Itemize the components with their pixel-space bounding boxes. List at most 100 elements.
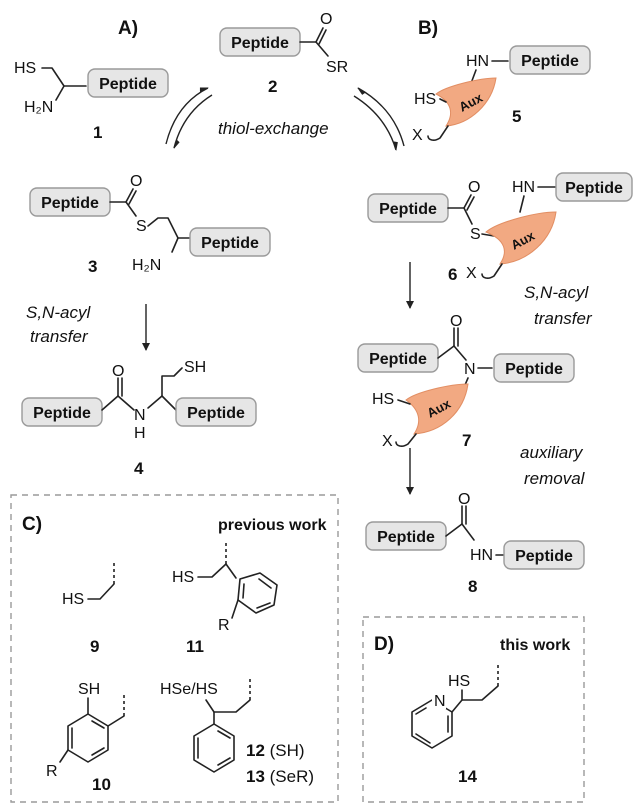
bond — [87, 583, 115, 600]
atom-sh: SH — [78, 681, 100, 698]
transfer-label-right: transfer — [534, 309, 593, 328]
atom-o: O — [112, 363, 124, 380]
atom-x: X — [382, 433, 393, 450]
atom-hse-hs: HSe/HS — [160, 681, 218, 698]
sn-acyl-label-left: S,N-acyl — [26, 303, 91, 322]
compound-number-1: 1 — [93, 123, 102, 142]
peptide-box: Peptide — [189, 227, 271, 257]
atom-hs: HS — [172, 569, 194, 586]
bond — [125, 188, 137, 205]
peptide-box: Peptide — [493, 353, 575, 383]
atom-sr: SR — [326, 59, 348, 76]
compound-number-5: 5 — [512, 107, 521, 126]
panel-label-b: B) — [418, 18, 438, 39]
auxiliary-shape — [485, 211, 557, 265]
compound-number-12: 12 — [246, 741, 265, 760]
peptide-label: Peptide — [99, 76, 157, 93]
this-work-label: this work — [500, 637, 570, 654]
atom-o: O — [468, 179, 480, 196]
bond — [315, 27, 327, 45]
bond — [519, 195, 525, 213]
compound-number-13: 13 — [246, 767, 265, 786]
peptide-box: Peptide — [365, 521, 447, 551]
compound-number-8: 8 — [468, 577, 477, 596]
aromatic-bond — [71, 720, 105, 756]
atom-n: N — [434, 693, 446, 710]
bond — [197, 563, 227, 578]
peptide-box: Peptide — [367, 193, 449, 223]
atom-n: N — [134, 407, 146, 424]
bond — [453, 345, 467, 361]
auxiliary-shape — [405, 383, 469, 435]
compound-12-13: HSe/HS 12 (SH) 13 (SeR) — [160, 678, 314, 786]
peptide-label: Peptide — [33, 405, 91, 422]
bond — [231, 599, 239, 619]
peptide-box: Peptide — [555, 172, 633, 202]
bond — [461, 505, 467, 525]
compound-5: HN Peptide Aux HS X 5 — [412, 45, 591, 144]
bond — [445, 523, 463, 537]
bond — [427, 125, 449, 141]
atom-hn: HN — [512, 179, 535, 196]
phenyl-ring — [67, 713, 109, 763]
compound-10: SH R 10 — [46, 681, 125, 794]
bond — [161, 367, 183, 397]
peptide-label: Peptide — [521, 53, 579, 70]
thiol-exchange-label: thiol-exchange — [218, 119, 329, 138]
panel-label-a: A) — [118, 18, 138, 39]
bond — [451, 699, 463, 713]
atom-x: X — [412, 127, 423, 144]
panel-c-box — [10, 494, 339, 803]
atom-sh: HS — [14, 60, 36, 77]
auxiliary-label: auxiliary — [520, 443, 584, 462]
bond — [395, 433, 417, 447]
bond — [171, 237, 179, 253]
peptide-box: Peptide — [219, 27, 301, 57]
bond — [315, 41, 329, 57]
peptide-label: Peptide — [379, 201, 437, 218]
compound-number-4: 4 — [134, 459, 144, 478]
bond — [101, 395, 119, 411]
peptide-label: Peptide — [187, 405, 245, 422]
peptide-label: Peptide — [369, 351, 427, 368]
bond — [107, 715, 125, 727]
peptide-box: Peptide — [509, 45, 591, 75]
compound-number-2: 2 — [268, 77, 277, 96]
panel-d-box — [362, 616, 585, 803]
compound-9: HS 9 — [62, 560, 115, 656]
atom-hn: HN — [466, 53, 489, 70]
atom-hs: HS — [372, 391, 394, 408]
compound-12-suffix: (SH) — [265, 741, 305, 760]
bond — [41, 67, 87, 87]
compound-number-9: 9 — [90, 637, 99, 656]
bond — [225, 563, 237, 579]
bond — [55, 85, 65, 101]
equilibrium-arrow-left-forward — [173, 94, 213, 149]
compound-number-10: 10 — [92, 775, 111, 794]
nitrogen-gap — [432, 691, 446, 709]
atom-o: O — [450, 313, 462, 330]
peptide-box: Peptide — [29, 187, 111, 217]
bond — [453, 327, 459, 347]
peptide-label: Peptide — [377, 529, 435, 546]
peptide-box: Peptide — [175, 397, 257, 427]
atom-s: S — [470, 226, 481, 243]
atom-h2n: H₂N — [24, 99, 53, 116]
peptide-label: Peptide — [565, 180, 623, 197]
peptide-box: Peptide — [357, 343, 439, 373]
bond — [437, 345, 455, 359]
bond — [397, 399, 411, 405]
phenyl-ring — [193, 723, 235, 773]
compound-3: Peptide O S H₂N Peptide 3 — [29, 173, 271, 276]
aromatic-bond — [415, 707, 449, 744]
bond — [59, 749, 69, 763]
atom-x: X — [466, 265, 477, 282]
bond — [463, 207, 473, 225]
atom-h2n: H₂N — [132, 257, 161, 274]
peptide-box: Peptide — [503, 540, 585, 570]
compound-number-14: 14 — [458, 767, 477, 786]
bond — [147, 395, 179, 413]
bond — [205, 699, 251, 713]
peptide-label: Peptide — [505, 361, 563, 378]
compound-number-7: 7 — [462, 431, 471, 450]
